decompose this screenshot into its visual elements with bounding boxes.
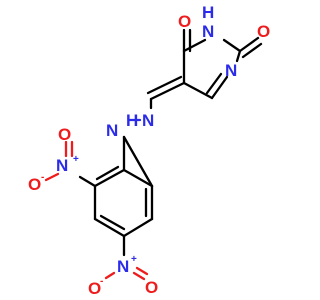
bond-c4-n3 [182, 38, 207, 53]
atom-n-hydrazone: N [106, 121, 118, 140]
bond-c5-ch [149, 81, 186, 101]
charge-n-nitro-ortho: + [73, 154, 79, 165]
atom-h-ring: H [202, 3, 214, 22]
bond-n3-c2 [222, 38, 242, 53]
atom-n-ring: N [225, 61, 237, 80]
bond-ar2-ar3 [93, 168, 126, 188]
atom-o-nitro-ortho-single: O [28, 175, 41, 194]
bond-nitro-ortho-o-single [44, 172, 60, 182]
atom-n-nitro-para: N [117, 257, 129, 276]
atom-n-hydrazone-nh: N [142, 111, 154, 130]
bond-c6-c5 [182, 81, 214, 100]
atom-o-nitro-ortho-double: O [58, 125, 71, 144]
bond-c2-o-double [241, 42, 263, 59]
charge-n-nitro-para: + [131, 254, 137, 265]
atom-o-nitro-para-double: O [145, 278, 158, 297]
atom-n-ring-nh: N [202, 22, 214, 41]
atom-o-carbonyl-2: O [257, 22, 270, 41]
bond-n1-c6 [210, 75, 229, 100]
atom-o-nitro-para-single: O [88, 279, 101, 298]
charge-o-nitro-ortho: - [41, 172, 44, 183]
bond-ar-nitro-ortho [78, 175, 97, 188]
bond-ar4-ar5 [93, 217, 126, 238]
bond-c5-ch-double [146, 75, 183, 95]
bond-nitro-para-o-double-2 [135, 266, 149, 276]
bond-nitro-para-o-single [104, 271, 116, 280]
charge-o-nitro-para: - [100, 276, 103, 287]
bond-n1-c6-double [205, 72, 223, 95]
bond-c2-n1 [235, 49, 242, 63]
atom-o-carbonyl-4: O [178, 12, 191, 31]
atom-h-hydrazone: H [126, 111, 138, 130]
bond-c2-o [238, 36, 260, 53]
bond-ar1-ar1b [122, 168, 154, 188]
bond-ar5-ar6 [122, 217, 154, 238]
atom-n-nitro-ortho: N [56, 156, 68, 175]
bond-ar1-n [122, 135, 154, 188]
bond-ar2-ar3-double [95, 165, 120, 181]
chemical-structure: O H N O N H N N N + O O - N + O - O [28, 3, 270, 298]
bond-ar4-ar5-double [99, 214, 126, 231]
bond-nitro-para-o-double [132, 271, 146, 281]
